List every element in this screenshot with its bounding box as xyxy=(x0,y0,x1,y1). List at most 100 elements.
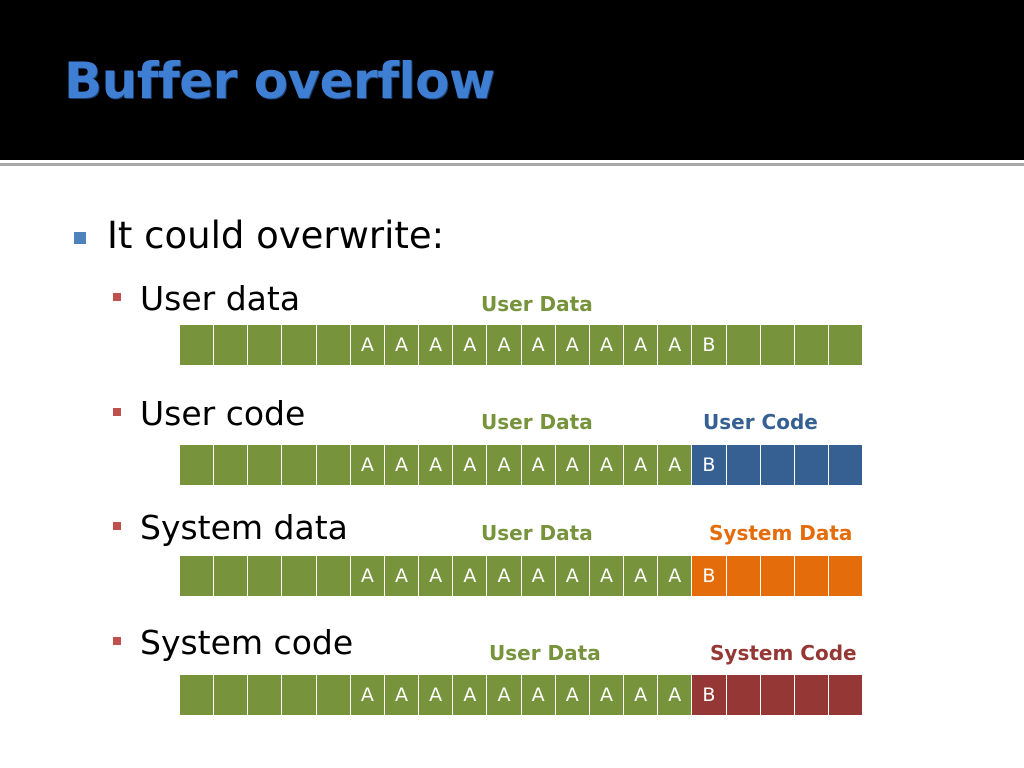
memory-cell-a: A xyxy=(350,675,385,715)
label-user-code: User Code xyxy=(703,410,818,434)
memory-cell xyxy=(794,325,829,365)
memory-cell-a: A xyxy=(555,556,590,596)
memory-cell-a: A xyxy=(487,325,522,365)
memory-cell xyxy=(794,556,829,596)
slide-title: Buffer overflow xyxy=(64,52,495,110)
memory-cell-a: A xyxy=(589,675,625,715)
memory-cell-a: A xyxy=(521,445,556,485)
memory-cell-a: A xyxy=(384,675,420,715)
memory-cell xyxy=(248,325,283,365)
memory-cell xyxy=(726,445,761,485)
memory-cell xyxy=(760,445,795,485)
memory-cell-a: A xyxy=(453,556,488,596)
memory-cell xyxy=(794,445,829,485)
memory-cell xyxy=(794,675,829,715)
memory-cell xyxy=(828,675,863,715)
memory-cell-a: A xyxy=(419,445,454,485)
memory-cell xyxy=(828,556,863,596)
title-divider xyxy=(0,160,1024,163)
memory-cell-a: A xyxy=(589,556,625,596)
memory-cell xyxy=(180,325,215,365)
memory-cell-a: A xyxy=(521,325,556,365)
memory-cell xyxy=(214,556,249,596)
label-user-data: User Data xyxy=(489,641,601,665)
memory-cell xyxy=(316,675,351,715)
memory-cell-a: A xyxy=(624,675,659,715)
memory-cell-a: A xyxy=(555,325,590,365)
label-user-data: User Data xyxy=(481,410,593,434)
memory-cell xyxy=(180,675,215,715)
small-square-bullet-icon xyxy=(113,293,121,301)
small-square-bullet-icon xyxy=(113,408,121,416)
memory-cell xyxy=(316,556,351,596)
memory-cell xyxy=(214,445,249,485)
memory-cell xyxy=(760,556,795,596)
memory-cell-a: A xyxy=(624,556,659,596)
label-user-data: User Data xyxy=(481,292,593,316)
memory-cell-a: A xyxy=(521,556,556,596)
memory-cell-a: A xyxy=(384,556,420,596)
memory-cell xyxy=(760,675,795,715)
item-system-data: System data xyxy=(140,508,348,547)
title-divider-shadow xyxy=(0,163,1024,166)
memory-cell-a: A xyxy=(555,445,590,485)
small-square-bullet-icon xyxy=(113,637,121,645)
square-bullet-icon xyxy=(74,232,86,244)
memory-cell-a: A xyxy=(589,445,625,485)
memory-cell-a: A xyxy=(487,556,522,596)
memory-cell xyxy=(248,675,283,715)
memory-cell-b: B xyxy=(692,675,727,715)
memory-cell-a: A xyxy=(350,445,385,485)
memory-cell-a: A xyxy=(624,445,659,485)
memory-cell-a: A xyxy=(658,445,693,485)
memory-cell-a: A xyxy=(350,556,385,596)
memory-cell-a: A xyxy=(521,675,556,715)
memory-cell-b: B xyxy=(692,556,727,596)
memory-cell-a: A xyxy=(589,325,625,365)
memory-cell xyxy=(282,556,317,596)
label-system-code: System Code xyxy=(710,641,857,665)
title-bar xyxy=(0,0,1024,160)
item-user-data: User data xyxy=(140,279,301,318)
memory-cell-a: A xyxy=(658,675,693,715)
memory-cell xyxy=(180,556,215,596)
memory-cell xyxy=(180,445,215,485)
memory-cell-a: A xyxy=(419,325,454,365)
memory-cell-a: A xyxy=(658,556,693,596)
memory-cell-a: A xyxy=(658,325,693,365)
memory-cell-a: A xyxy=(384,445,420,485)
memory-cell-a: A xyxy=(384,325,420,365)
memory-cell xyxy=(828,445,863,485)
memory-cell-a: A xyxy=(487,675,522,715)
bullet-text: It could overwrite: xyxy=(107,214,445,257)
item-user-code: User code xyxy=(140,394,306,433)
memory-cell xyxy=(828,325,863,365)
memory-cell xyxy=(282,445,317,485)
memory-cell-a: A xyxy=(419,675,454,715)
memory-cell xyxy=(282,675,317,715)
memory-cell xyxy=(316,325,351,365)
memory-cell xyxy=(282,325,317,365)
memory-cell-b: B xyxy=(692,445,727,485)
memory-cell xyxy=(214,675,249,715)
memory-cell xyxy=(316,445,351,485)
small-square-bullet-icon xyxy=(113,522,121,530)
memory-cell xyxy=(726,675,761,715)
memory-cell-a: A xyxy=(350,325,385,365)
memory-cell-a: A xyxy=(624,325,659,365)
label-system-data: System Data xyxy=(709,521,853,545)
memory-cell xyxy=(248,445,283,485)
memory-cell-a: A xyxy=(453,675,488,715)
memory-cell xyxy=(726,325,761,365)
memory-cell-a: A xyxy=(453,445,488,485)
item-system-code: System code xyxy=(140,623,354,662)
label-user-data: User Data xyxy=(481,521,593,545)
memory-cell xyxy=(726,556,761,596)
memory-cell xyxy=(214,325,249,365)
memory-cell xyxy=(760,325,795,365)
memory-cell-a: A xyxy=(487,445,522,485)
